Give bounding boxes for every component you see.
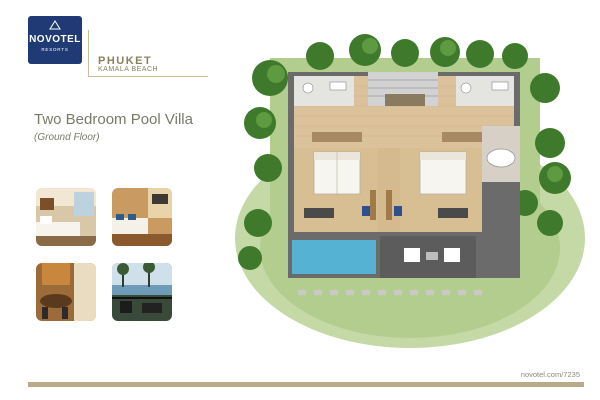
city-label: PHUKET — [98, 55, 153, 67]
living-room-photo — [112, 188, 172, 246]
villa-floor-plan — [235, 34, 585, 348]
brand-sub: RESORTS — [41, 47, 69, 52]
novotel-mark-icon — [49, 20, 61, 30]
villa-title: Two Bedroom Pool Villa — [34, 111, 193, 128]
header-divider-horizontal — [88, 76, 208, 77]
novotel-logo: NOVOTEL RESORTS — [28, 16, 82, 64]
bedroom-photo — [36, 188, 96, 246]
brand-name: NOVOTEL — [29, 34, 81, 45]
header-divider-vertical — [88, 30, 89, 76]
website-url[interactable]: novotel.com/7235 — [520, 370, 580, 379]
floor-label: (Ground Floor) — [34, 132, 100, 143]
dining-interior-photo — [36, 263, 96, 321]
footer-bar — [28, 382, 584, 387]
area-label: KAMALA BEACH — [98, 66, 159, 73]
sea-view-terrace-photo — [112, 263, 172, 321]
